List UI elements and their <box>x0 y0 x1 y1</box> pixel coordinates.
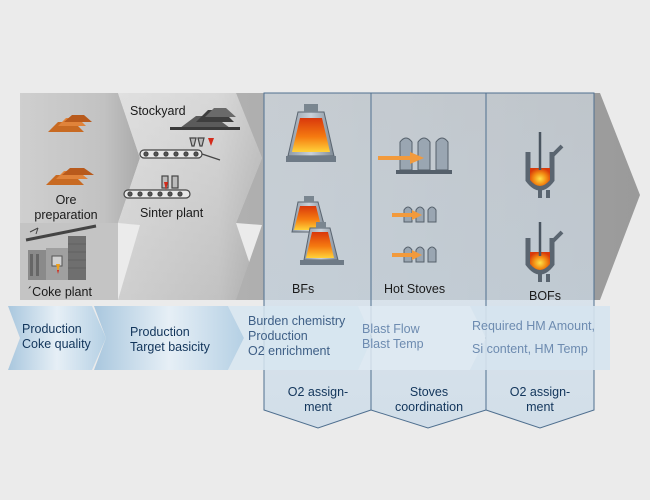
stockyard-label: Stockyard <box>130 104 186 118</box>
bof-o2-assignment-label: O2 assign- ment <box>509 385 571 414</box>
stoves-param-blast-flow: Blast Flow <box>362 322 420 336</box>
ore-preparation-label: Ore preparation <box>34 193 98 222</box>
chevron-raw-materials <box>20 93 140 223</box>
sinter-param-production: Production <box>130 325 190 339</box>
bof-param-si-content: Si content, HM Temp <box>472 342 588 356</box>
coke-param-production: Production <box>22 322 82 336</box>
bof-param-hm-amount: Required HM Amount, <box>472 319 595 333</box>
hot-stoves-label: Hot Stoves <box>384 282 446 296</box>
band-bf <box>228 306 372 370</box>
stockyard-pile-icon <box>170 108 240 130</box>
ore-pile-icon-2 <box>46 168 94 185</box>
bof-converter-icon-2 <box>525 222 564 282</box>
coke-param-quality: Coke quality <box>22 337 91 351</box>
blast-furnace-icon <box>286 104 336 162</box>
conveyor-icon <box>139 137 221 161</box>
bfs-label: BFs <box>292 282 315 296</box>
hot-stoves-icon <box>378 137 452 174</box>
band-coke <box>8 306 106 370</box>
stoves-param-blast-temp: Blast Temp <box>362 337 424 351</box>
stoves-coordination-label: Stoves coordination <box>394 385 464 414</box>
band-sinter <box>94 306 244 370</box>
hot-stoves-icon-3 <box>392 246 437 263</box>
bof-converter-icon <box>525 132 564 198</box>
coke-plant-label: ´Coke plant <box>28 285 92 299</box>
blast-furnace-icon-3 <box>300 222 344 265</box>
sinter-param-basicity: Target basicity <box>130 340 210 354</box>
hot-stoves-icon-2 <box>392 206 437 223</box>
red-drop-icon <box>208 138 214 146</box>
band-stoves <box>358 306 486 370</box>
coke-plant-icon <box>25 224 97 280</box>
blast-furnace-icon-2 <box>291 196 327 233</box>
chevron-sinter-shade <box>118 93 262 300</box>
ore-pile-icon <box>48 115 92 132</box>
bf-param-production: Production <box>248 329 308 343</box>
sinter-plant-label: Sinter plant <box>140 206 204 220</box>
red-drop-icon-2 <box>164 182 168 190</box>
bf-param-burden: Burden chemistry <box>248 314 346 328</box>
bofs-label: BOFs <box>529 289 561 303</box>
bf-param-o2: O2 enrichment <box>248 344 330 358</box>
sinter-strand-icon <box>123 175 191 199</box>
band-bof <box>470 306 610 370</box>
bf-o2-assignment-label: O2 assign- ment <box>287 385 349 414</box>
parameter-band <box>8 306 610 370</box>
